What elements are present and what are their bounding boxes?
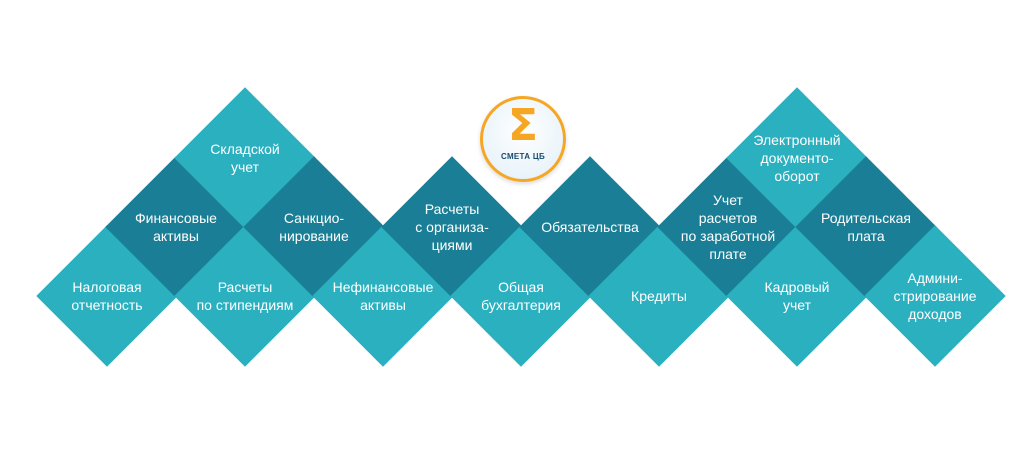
logo: Σ СМЕТА ЦБ xyxy=(480,96,566,182)
tile-label: Электронный документо- оборот xyxy=(753,132,841,184)
tile-label: Общая бухгалтерия xyxy=(481,279,561,313)
tile-label: Админи- стрирование доходов xyxy=(893,270,977,322)
tile-label: Налоговая отчетность xyxy=(71,279,143,313)
diamond-tile: Финансовые активы xyxy=(105,156,247,298)
tile-label: Кадровый учет xyxy=(764,279,830,313)
diamond-tile: Общая бухгалтерия xyxy=(450,225,592,367)
diamond-tile: Учет расчетов по заработной плате xyxy=(657,156,799,298)
tile-label: Нефинансовые активы xyxy=(332,279,434,313)
tile-label: Санкцио- нирование xyxy=(279,210,349,244)
tile-label: Кредиты xyxy=(631,288,687,304)
diamond-tile: Электронный документо- оборот xyxy=(726,87,868,229)
tile-label: Учет расчетов по заработной плате xyxy=(680,192,776,262)
diamond-tile: Санкцио- нирование xyxy=(243,156,385,298)
diamond-tile: Расчеты по стипендиям xyxy=(174,225,316,367)
tile-label: Расчеты с организа- циями xyxy=(415,201,489,253)
tile-label: Складской учет xyxy=(210,141,280,175)
diamond-tile: Налоговая отчетность xyxy=(36,225,178,367)
tile-label: Родительская плата xyxy=(820,210,912,244)
diamond-tile: Кредиты xyxy=(588,225,730,367)
sigma-icon: Σ xyxy=(507,100,539,151)
tile-label: Расчеты по стипендиям xyxy=(196,279,294,313)
diamond-tile: Обязательства xyxy=(519,156,661,298)
diamond-tile: Родительская плата xyxy=(795,156,937,298)
tile-label: Финансовые активы xyxy=(135,210,217,244)
diamond-tile: Админи- стрирование доходов xyxy=(864,225,1006,367)
diamond-tile: Складской учет xyxy=(174,87,316,229)
diamond-tile: Расчеты с организа- циями xyxy=(381,156,523,298)
tile-label: Обязательства xyxy=(541,219,639,235)
logo-text: СМЕТА ЦБ xyxy=(500,152,546,161)
diamond-tile: Кадровый учет xyxy=(726,225,868,367)
logo-ring xyxy=(480,96,566,182)
diamond-tile: Нефинансовые активы xyxy=(312,225,454,367)
